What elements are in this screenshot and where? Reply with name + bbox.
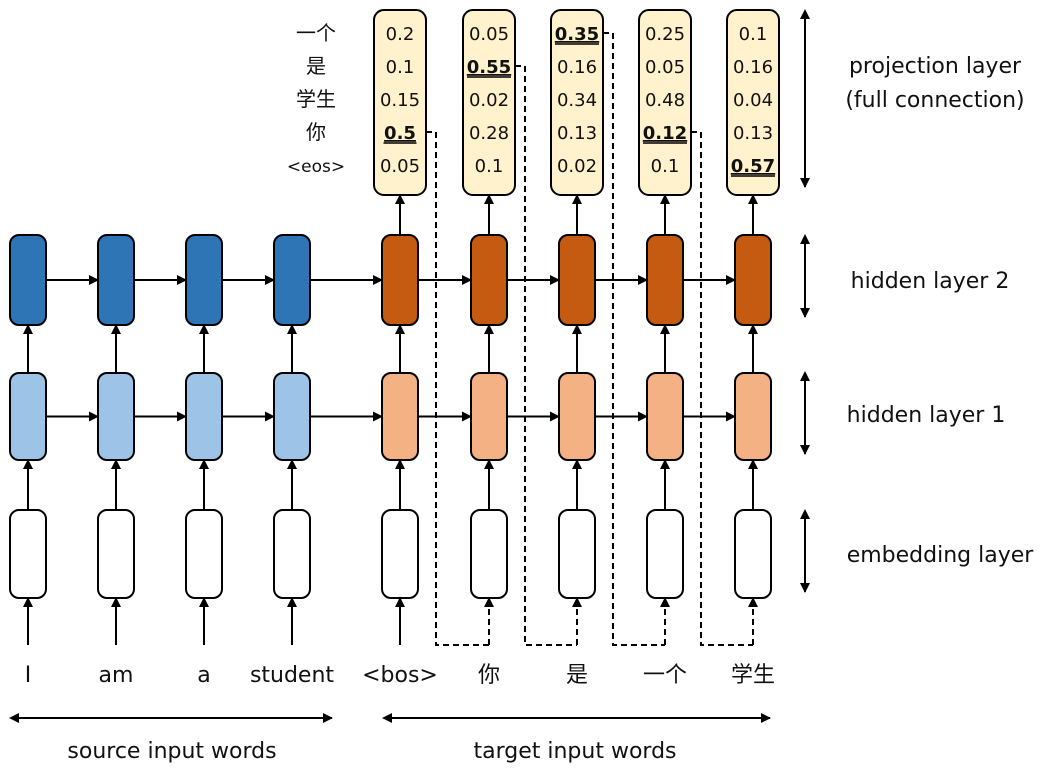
source-word: a xyxy=(197,663,210,688)
hidden2-cell xyxy=(734,234,772,326)
hidden1-cell xyxy=(9,372,47,461)
hidden1-cell xyxy=(470,372,508,461)
projection-value: 0.2 xyxy=(386,24,415,45)
projection-box xyxy=(726,9,780,196)
embedding-cell xyxy=(734,509,772,599)
target-word: 是 xyxy=(566,663,588,688)
target-word: 学生 xyxy=(731,663,775,688)
vocab-word: 一个 xyxy=(296,21,336,45)
projection-value: 0.02 xyxy=(557,156,597,177)
embedding-cell xyxy=(9,509,47,599)
target-word: 你 xyxy=(478,663,500,688)
hidden1-cell xyxy=(273,372,311,461)
hidden1-cell xyxy=(558,372,596,461)
labels: projection layer (full connection) hidde… xyxy=(25,21,1035,764)
feedback-dashed-line xyxy=(691,131,753,646)
embedding-cell xyxy=(646,509,684,599)
projection-value-max: 0.57 xyxy=(731,156,775,177)
projection-value: 0.1 xyxy=(475,156,504,177)
vocab-word: <eos> xyxy=(287,157,345,177)
projection-value: 0.28 xyxy=(469,123,509,144)
cells xyxy=(9,9,780,599)
embedding-cell xyxy=(381,509,419,599)
layer-label-projection-1: projection layer xyxy=(849,54,1022,79)
projection-box xyxy=(373,9,427,196)
hidden2-cell xyxy=(470,234,508,326)
hidden2-cell xyxy=(558,234,596,326)
projection-value: 0.1 xyxy=(651,156,680,177)
projection-box xyxy=(462,9,516,196)
projection-value: 0.15 xyxy=(380,90,420,111)
hidden2-cell xyxy=(381,234,419,326)
projection-value: 0.13 xyxy=(557,123,597,144)
connections xyxy=(9,8,810,723)
hidden1-cell xyxy=(381,372,419,461)
target-word: 一个 xyxy=(643,663,687,688)
embedding-cell xyxy=(273,509,311,599)
hidden1-cell xyxy=(646,372,684,461)
projection-value: 0.48 xyxy=(645,90,685,111)
hidden2-cell xyxy=(97,234,135,326)
projection-value: 0.13 xyxy=(733,123,773,144)
projection-value: 0.16 xyxy=(733,57,773,78)
vocab-word: 你 xyxy=(306,120,326,144)
projection-value: 0.1 xyxy=(386,57,415,78)
projection-value-max: 0.12 xyxy=(643,123,687,144)
projection-value: 0.05 xyxy=(645,57,685,78)
projection-value: 0.05 xyxy=(380,156,420,177)
projection-value: 0.25 xyxy=(645,24,685,45)
layer-label-projection-2: (full connection) xyxy=(845,88,1024,113)
source-word: am xyxy=(99,663,134,688)
target-words-label: target input words xyxy=(473,739,676,764)
hidden2-cell xyxy=(646,234,684,326)
target-word: <bos> xyxy=(362,663,438,688)
projection-value: 0.34 xyxy=(557,90,597,111)
hidden1-cell xyxy=(734,372,772,461)
projection-box xyxy=(550,9,604,196)
projection-value: 0.04 xyxy=(733,90,773,111)
hidden1-cell xyxy=(185,372,223,461)
projection-box xyxy=(638,9,692,196)
hidden2-cell xyxy=(9,234,47,326)
embedding-cell xyxy=(470,509,508,599)
layer-label-embedding: embedding layer xyxy=(847,543,1035,568)
projection-value: 0.02 xyxy=(469,90,509,111)
source-word: student xyxy=(250,663,334,688)
projection-value-max: 0.35 xyxy=(555,24,599,45)
source-word: I xyxy=(25,663,32,688)
hidden2-cell xyxy=(185,234,223,326)
projection-value-max: 0.55 xyxy=(467,57,511,78)
embedding-cell xyxy=(558,509,596,599)
feedback-dashed-line xyxy=(515,65,577,646)
feedback-dashed-line xyxy=(603,32,665,646)
layer-label-hidden2: hidden layer 2 xyxy=(851,269,1010,294)
embedding-cell xyxy=(185,509,223,599)
embedding-cell xyxy=(97,509,135,599)
layer-label-hidden1: hidden layer 1 xyxy=(847,403,1006,428)
vocab-word: 是 xyxy=(306,54,326,78)
hidden2-cell xyxy=(273,234,311,326)
projection-value: 0.05 xyxy=(469,24,509,45)
source-words-label: source input words xyxy=(67,739,276,764)
projection-value: 0.1 xyxy=(739,24,768,45)
projection-value: 0.16 xyxy=(557,57,597,78)
hidden1-cell xyxy=(97,372,135,461)
feedback-dashed-line xyxy=(426,131,489,646)
vocab-word: 学生 xyxy=(296,87,336,111)
projection-value-max: 0.5 xyxy=(384,123,416,144)
